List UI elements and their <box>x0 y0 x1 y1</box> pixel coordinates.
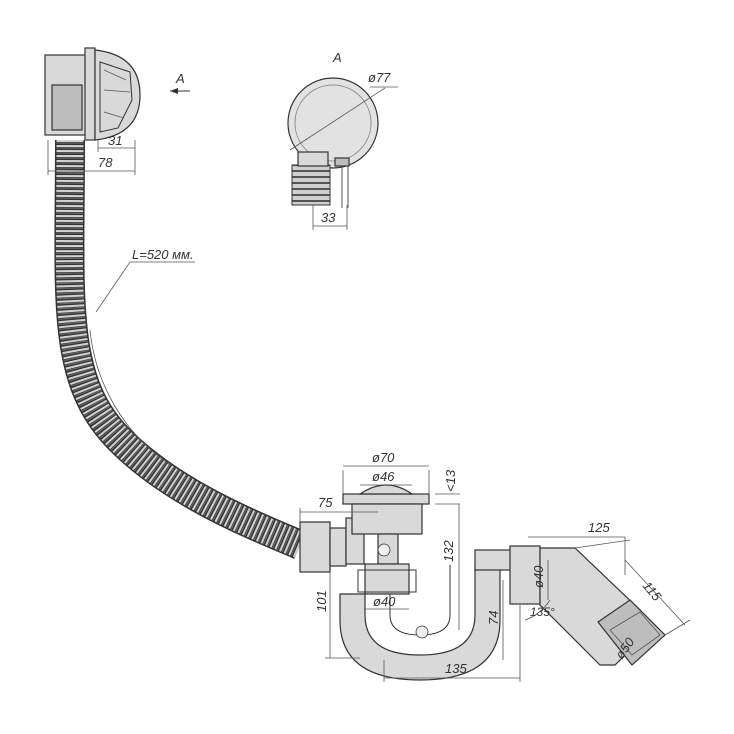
dim-115-text: 115 <box>640 578 665 604</box>
siphon-body <box>299 484 666 681</box>
hose-label-leader <box>95 261 131 313</box>
dimension-132: 132 <box>441 504 460 630</box>
dimension-78: 78 <box>47 140 135 175</box>
dimension-lt13: <13 <box>435 469 460 505</box>
dim-33-text: 33 <box>321 210 336 225</box>
dim-d70-text: ø70 <box>372 450 395 465</box>
view-arrow: A <box>170 71 190 94</box>
dim-d40-mid-text: ø40 <box>373 594 396 609</box>
dim-75-text: 75 <box>318 495 333 510</box>
dim-d77-text: ø77 <box>368 70 391 85</box>
dim-135-text: 135 <box>445 661 467 676</box>
view-a-label: A <box>332 50 342 65</box>
dim-d40-side-text: ø40 <box>531 565 546 588</box>
dim-angle-text: 135° <box>530 605 555 619</box>
dimension-75: 75 <box>299 495 378 522</box>
dim-74-text: 74 <box>486 611 501 625</box>
dim-78-text: 78 <box>98 155 113 170</box>
dimension-135-angle: 135° <box>524 599 555 621</box>
dim-31-text: 31 <box>108 133 122 148</box>
dimension-101: 101 <box>314 572 360 659</box>
dimension-135-width: 135 <box>383 605 521 682</box>
view-arrow-label: A <box>175 71 185 86</box>
overflow-head <box>44 47 141 141</box>
logo-mark-upper <box>377 543 391 557</box>
hose-length-label: L=520 мм. <box>132 247 194 262</box>
dim-lt13-text: <13 <box>443 469 458 492</box>
dimension-d46: ø46 <box>360 469 412 486</box>
dim-d46-text: ø46 <box>372 469 395 484</box>
dimension-d70: ø70 <box>342 450 430 494</box>
dimension-31: 31 <box>97 133 136 175</box>
dimension-125: 125 <box>528 520 626 575</box>
corrugated-hose <box>54 139 306 559</box>
dim-101-text: 101 <box>314 590 329 612</box>
logo-mark-lower <box>415 625 429 639</box>
dimension-d40-side: ø40 <box>531 560 549 600</box>
dimension-d40-mid: ø40 <box>365 594 409 610</box>
dimension-74: 74 <box>486 580 504 660</box>
dim-132-text: 132 <box>441 540 456 562</box>
dim-125-text: 125 <box>588 520 610 535</box>
view-a-drawing: A ø77 33 <box>287 50 398 230</box>
